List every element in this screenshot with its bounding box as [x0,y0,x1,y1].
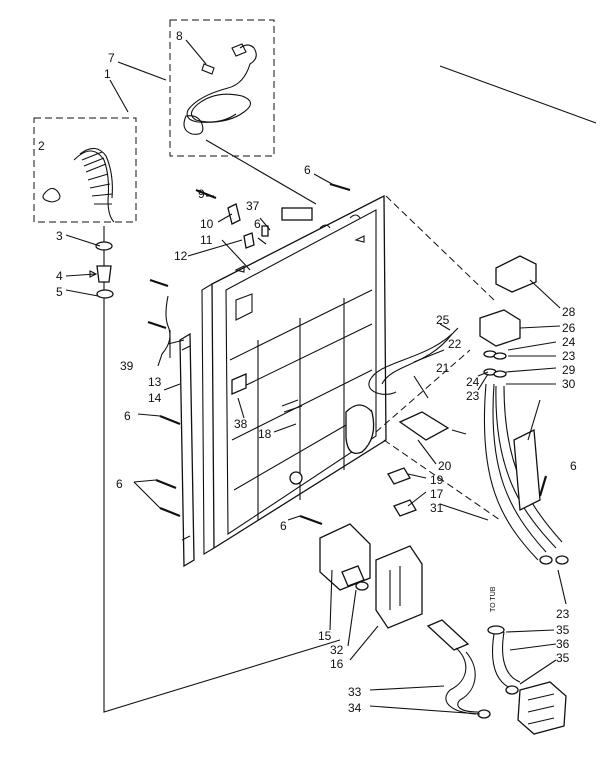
callout-23-lower: 23 [556,607,570,621]
leader-lines [109,39,567,715]
callout-6-top: 6 [304,163,311,177]
callout-15: 15 [318,629,332,643]
drain-hose-box [33,117,137,223]
callout-6-bottom: 6 [280,519,287,533]
callout-37: 37 [246,199,260,213]
callout-3: 3 [56,229,63,243]
callout-35-upper: 35 [556,623,570,637]
callout-14: 14 [148,391,162,405]
callout-26: 26 [562,321,576,335]
lower-hoses [445,625,567,735]
callout-9: 9 [198,187,205,201]
drain-hose-assembly [33,117,341,713]
callout-8: 8 [176,29,183,43]
callout-10: 10 [200,217,214,231]
callout-11: 11 [200,233,213,247]
callout-labels: 7 1 8 2 3 4 5 6 9 10 11 12 37 6 39 13 14… [38,29,577,715]
callout-36: 36 [556,637,570,651]
drain-fittings [65,234,114,299]
callout-23-left: 23 [466,389,480,403]
water-valve-assembly [368,195,569,565]
switch-parts [387,411,467,517]
side-bracket [179,332,195,568]
pump-assembly [319,523,470,651]
callout-6-right: 6 [570,459,577,473]
power-cord-assembly [169,19,317,205]
callout-25: 25 [436,313,450,327]
rear-panel [201,194,387,555]
callout-23-right: 23 [562,349,576,363]
callout-29: 29 [562,363,576,377]
callout-21: 21 [436,361,450,375]
callout-6-lower: 6 [116,477,123,491]
callout-1: 1 [104,67,111,81]
callout-33: 33 [348,685,362,699]
callout-28: 28 [562,305,576,319]
callout-2: 2 [38,139,45,153]
separator-line [439,65,597,124]
callout-16: 16 [330,657,344,671]
screws-left [147,182,548,526]
callout-22: 22 [448,337,462,351]
callout-5: 5 [56,285,63,299]
callout-34: 34 [348,701,362,715]
callout-13: 13 [148,375,162,389]
to-tub-label: TO TUB [490,586,497,612]
callout-39: 39 [120,359,134,373]
callout-30: 30 [562,377,576,391]
callout-12: 12 [174,249,188,263]
callout-19: 19 [430,473,444,487]
callout-38: 38 [234,417,248,431]
callout-24-right: 24 [562,335,576,349]
callout-24-left: 24 [466,375,480,389]
power-cord-box [169,19,275,157]
callout-17: 17 [430,487,444,501]
callout-35-lower: 35 [556,651,570,665]
callout-7: 7 [108,51,115,65]
callout-18: 18 [258,427,272,441]
callout-6-panel: 6 [254,217,261,231]
callout-32: 32 [330,643,344,657]
callout-4: 4 [56,269,63,283]
callout-6-left: 6 [124,409,131,423]
callout-20: 20 [438,459,452,473]
callout-31: 31 [430,501,444,515]
